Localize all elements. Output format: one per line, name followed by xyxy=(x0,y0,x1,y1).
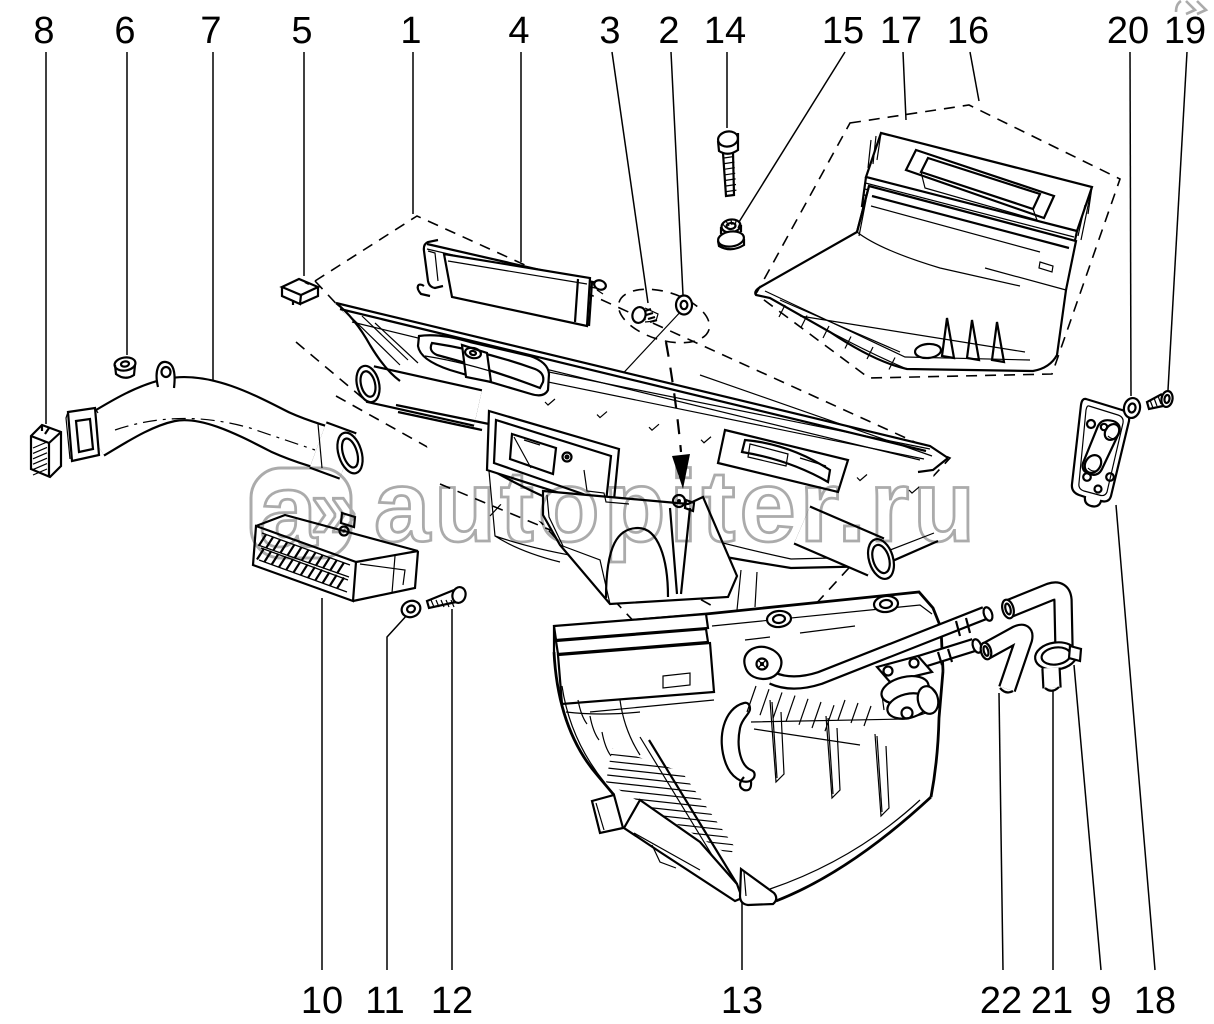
svg-text:9: 9 xyxy=(1090,980,1111,1022)
svg-text:20: 20 xyxy=(1107,10,1149,52)
svg-text:13: 13 xyxy=(721,980,763,1022)
svg-text:11: 11 xyxy=(365,980,404,1022)
svg-text:19: 19 xyxy=(1164,10,1206,52)
svg-text:autopiter.ru: autopiter.ru xyxy=(374,451,975,563)
svg-text:5: 5 xyxy=(291,10,312,52)
svg-text:21: 21 xyxy=(1031,980,1073,1022)
svg-text:6: 6 xyxy=(114,10,135,52)
svg-text:7: 7 xyxy=(200,10,221,52)
svg-text:»: » xyxy=(310,461,358,557)
svg-text:a: a xyxy=(259,453,318,569)
svg-text:1: 1 xyxy=(400,10,421,52)
svg-text:3: 3 xyxy=(599,10,620,52)
svg-text:16: 16 xyxy=(947,10,989,52)
svg-text:22: 22 xyxy=(980,980,1022,1022)
svg-text:14: 14 xyxy=(704,10,746,52)
svg-text:17: 17 xyxy=(880,10,922,52)
svg-text:10: 10 xyxy=(301,980,343,1022)
svg-text:4: 4 xyxy=(508,10,529,52)
svg-text:2: 2 xyxy=(658,10,679,52)
svg-text:8: 8 xyxy=(33,10,54,52)
svg-text:15: 15 xyxy=(822,10,864,52)
svg-text:12: 12 xyxy=(431,980,473,1022)
svg-text:18: 18 xyxy=(1134,980,1176,1022)
